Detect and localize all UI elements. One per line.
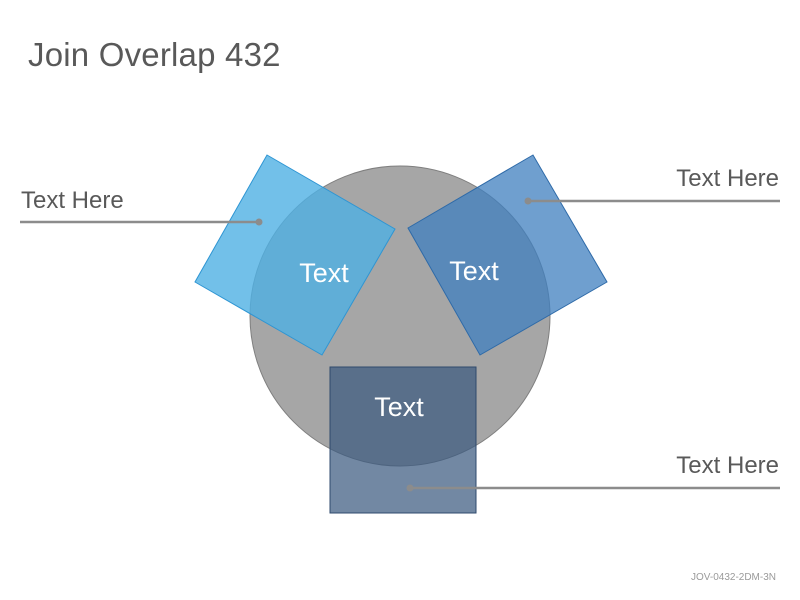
box-right-label: Text	[449, 256, 499, 286]
box-left-label: Text	[299, 258, 349, 288]
box-bottom[interactable]	[329, 366, 477, 514]
box-right[interactable]	[407, 154, 608, 356]
callout-left: Text Here	[21, 187, 124, 214]
box-left[interactable]	[194, 154, 396, 356]
callout-top-right: Text Here	[676, 165, 779, 192]
footer-code: JOV-0432-2DM-3N	[690, 572, 776, 583]
leader-bottom	[406, 484, 780, 492]
leader-right	[524, 197, 780, 205]
leader-left	[20, 218, 263, 226]
page-title: Join Overlap 432	[28, 36, 281, 73]
callout-bottom-right: Text Here	[676, 452, 779, 479]
box-bottom-label: Text	[374, 392, 424, 422]
